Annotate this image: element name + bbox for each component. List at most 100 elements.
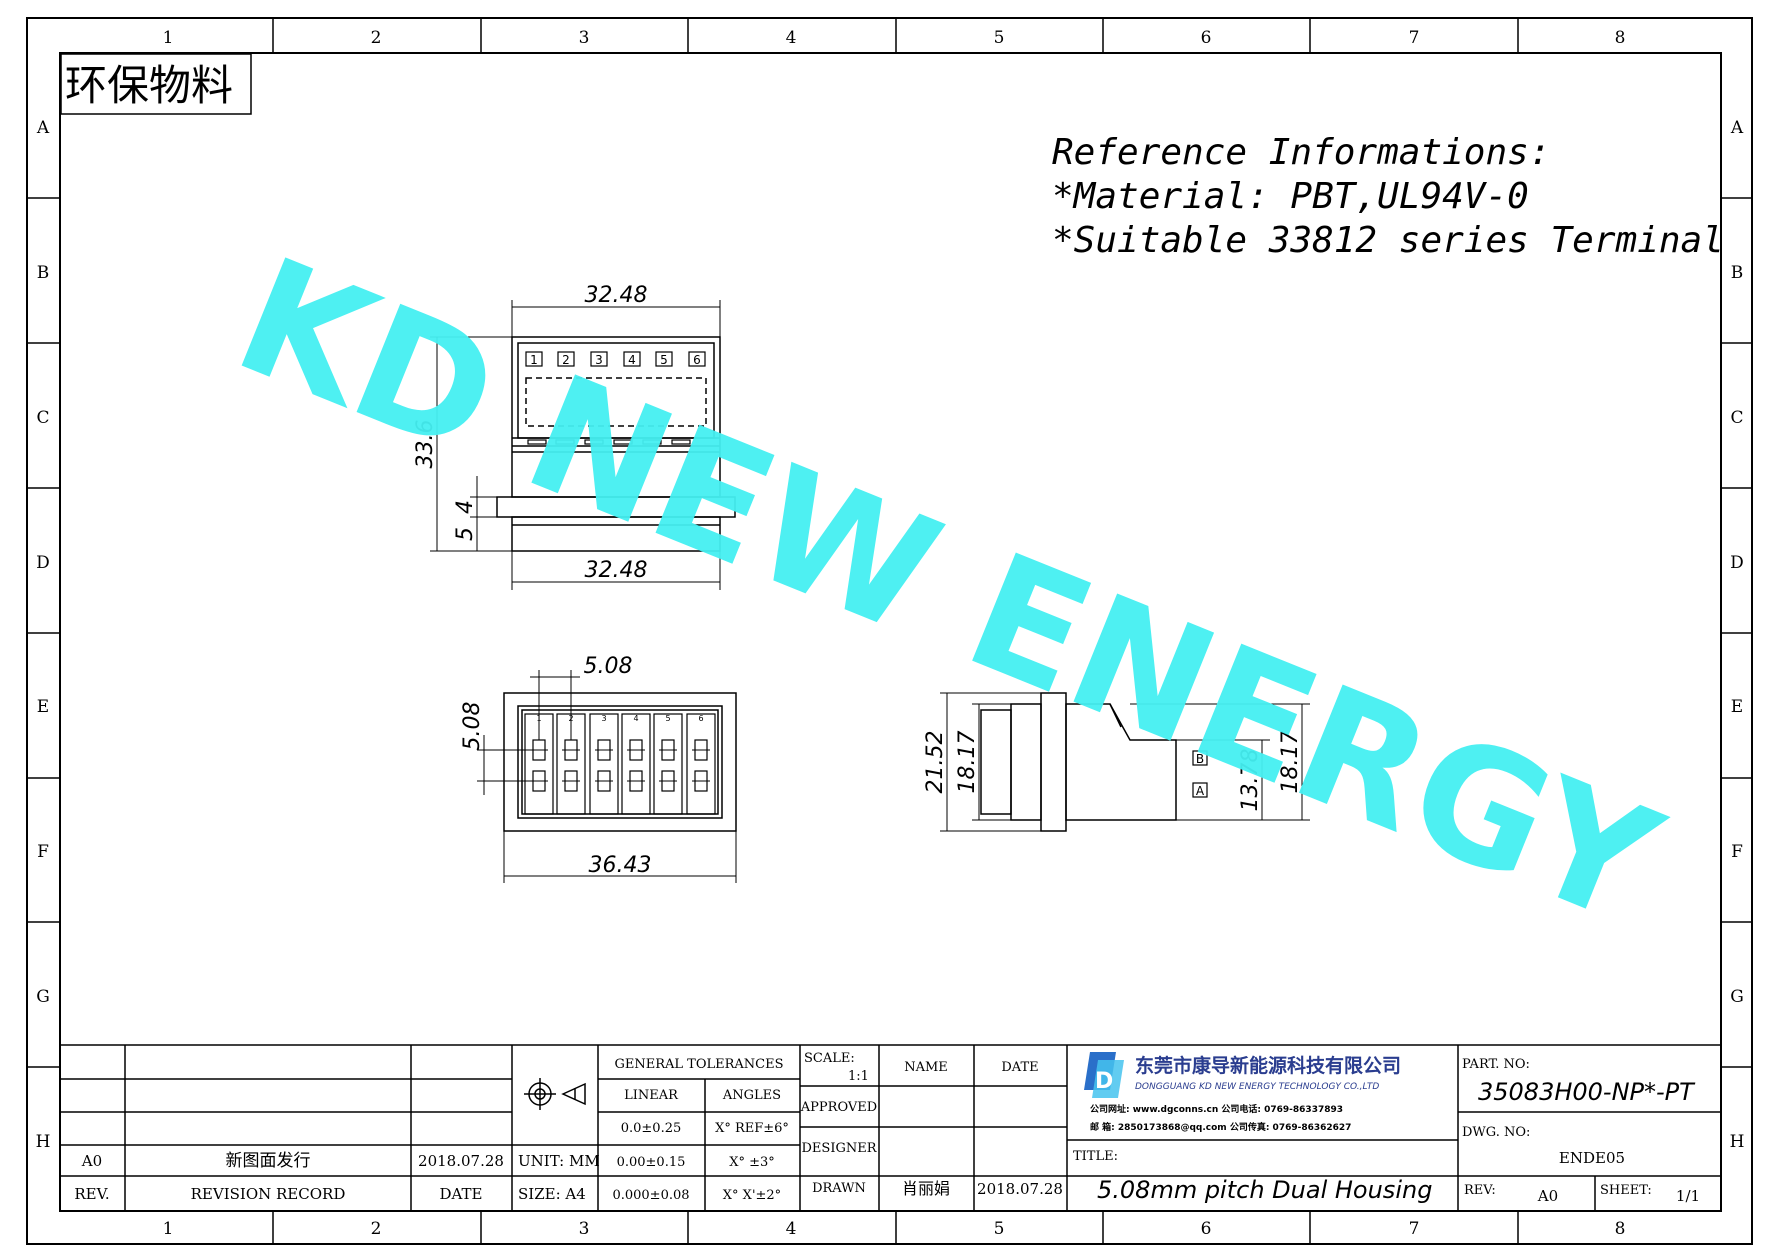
unit-size: UNIT: MM SIZE: A4 [518,1152,600,1203]
outer-border [26,17,1753,1245]
row-labels-left: A B C D E F G H [36,118,51,1152]
col-label: 8 [1615,1219,1626,1239]
svg-text:D: D [1095,1069,1113,1094]
reference-info: Reference Informations: *Material: PBT,U… [1052,132,1724,261]
col-label: 7 [1409,1219,1420,1239]
pin-label: 4 [633,714,638,723]
revision-record: A0 新图面发行 2018.07.28 REV. REVISION RECORD… [74,1151,504,1203]
tolerance-a2: X° ±3° [729,1155,775,1170]
row-label: F [37,842,49,862]
date-label: DATE [440,1185,483,1203]
top-view [496,336,736,552]
drawing-title: 5.08mm pitch Dual Housing [1097,1176,1432,1204]
sheet-label: SHEET: [1600,1183,1652,1198]
reference-terminal: *Suitable 33812 series Terminal [1052,220,1724,261]
title-block-lines [60,1044,1721,1211]
col-label: 4 [786,1219,797,1239]
record-date: 2018.07.28 [418,1152,504,1170]
mark-a: A [1196,784,1205,798]
row-label: C [1730,408,1743,428]
row-label: C [36,408,49,428]
col-label: 6 [1201,28,1212,48]
tolerance-l2: 0.00±0.15 [617,1155,686,1170]
row-label: D [36,553,50,573]
pin-label: 2 [562,353,570,367]
scale-value: 1:1 [848,1069,869,1084]
col-label: 8 [1615,28,1626,48]
record-label: REVISION RECORD [191,1185,346,1203]
row-label: H [1730,1132,1745,1152]
pin-label: 5 [660,353,668,367]
dim-pitch-horizontal: 5.08 [584,654,633,679]
reference-title: Reference Informations: [1052,132,1551,173]
pin-label: 6 [693,353,701,367]
col-label: 6 [1201,1219,1212,1239]
col-label: 3 [579,1219,590,1239]
row-grid [27,197,1752,1068]
row-labels-right: A B C D E F G H [1730,118,1745,1152]
column-grid [272,18,1519,1244]
drawn-date: 2018.07.28 [977,1180,1063,1198]
column-labels-bottom: 1 2 3 4 5 6 7 8 [163,1219,1626,1239]
pin-label: 4 [628,353,636,367]
drawn-name: 肖丽娟 [902,1179,950,1198]
row-label: B [1731,263,1744,283]
eco-stamp-box [60,53,252,115]
dim-side-total: 21.52 [923,731,948,794]
tolerances: GENERAL TOLERANCES LINEAR ANGLES 0.0±0.2… [612,1057,788,1203]
pin-label: 6 [698,714,703,723]
pin-label: 3 [595,353,603,367]
size: SIZE: A4 [518,1185,586,1203]
inner-border [59,52,1722,1212]
sheet-value: 1/1 [1676,1187,1700,1205]
dim-base: 5 [453,527,478,541]
part-info: PART. NO: 35083H00-NP*-PT DWG. NO: ENDE0… [1462,1057,1700,1205]
dwg-number: ENDE05 [1559,1149,1625,1167]
rev-label-block: REV: [1464,1183,1496,1198]
company-name-en: DONGGUANG KD NEW ENERGY TECHNOLOGY CO.,L… [1135,1082,1379,1092]
front-view-pin-labels: 1 2 3 4 5 6 [536,714,703,723]
column-labels-top: 1 2 3 4 5 6 7 8 [163,28,1626,48]
row-label: D [1730,553,1744,573]
tolerance-linear: LINEAR [624,1088,679,1103]
row-label: E [37,697,49,717]
approved-label: APPROVED [800,1100,877,1115]
front-view-dimensions [477,670,737,883]
row-label: F [1731,842,1743,862]
drawn-label: DRAWN [812,1181,866,1196]
dim-top-width: 32.48 [585,283,648,308]
dim-side-rear: 18.17 [1278,731,1303,794]
unit: UNIT: MM [518,1152,600,1170]
eco-stamp: 环保物料 [65,61,233,110]
reference-material: *Material: PBT,UL94V-0 [1052,176,1529,217]
col-label: 1 [163,1219,174,1239]
part-number: 35083H00-NP*-PT [1478,1078,1696,1106]
pin-label: 3 [601,714,606,723]
top-view-dimensions [430,300,721,590]
company-logo: D [1084,1052,1124,1098]
designer-label: DESIGNER [802,1141,878,1156]
rev-label: REV. [74,1185,109,1203]
company-name-cn: 东莞市康导新能源科技有限公司 [1135,1054,1401,1077]
dim-side-latch: 13.78 [1238,749,1263,812]
mark-b: B [1196,752,1204,766]
row-label: G [1730,987,1744,1007]
side-view [980,692,1208,832]
scale-label: SCALE: [804,1051,855,1066]
dim-height: 33.6 [413,420,438,469]
dim-flange: 4 [453,500,478,514]
col-label: 2 [371,28,382,48]
tolerance-header: GENERAL TOLERANCES [614,1057,783,1072]
col-label: 4 [786,28,797,48]
rev-value-block: A0 [1537,1187,1558,1205]
title-label: TITLE: [1073,1149,1118,1164]
row-label: H [36,1132,51,1152]
row-label: E [1731,697,1743,717]
dim-bottom-width: 32.48 [585,558,648,583]
col-label: 2 [371,1219,382,1239]
dim-pitch-vertical: 5.08 [460,702,485,751]
row-label: A [36,118,50,138]
dim-front-width: 36.43 [589,853,652,878]
row-label: B [37,263,50,283]
